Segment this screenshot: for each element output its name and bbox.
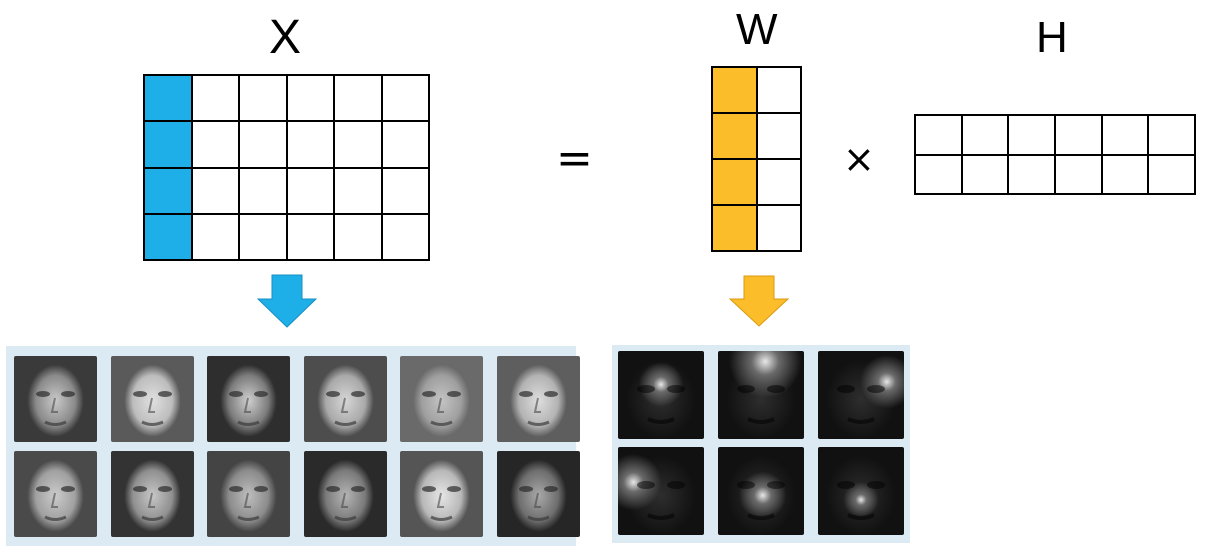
matrix-cell (239, 213, 287, 260)
matrix-cell (1008, 154, 1055, 194)
matrix-x-label: X (269, 11, 302, 64)
face-dataset-panel (6, 346, 580, 546)
matrix-cell (381, 167, 429, 214)
matrix-cell (191, 213, 239, 260)
basis-image-icon (618, 351, 704, 439)
matrix-cell (191, 75, 239, 122)
matrix-cell (712, 113, 757, 159)
matrix-cell (1101, 115, 1149, 155)
matrix-cell (239, 167, 287, 214)
matrix-cell (1008, 115, 1055, 155)
matrix-cell (1148, 154, 1195, 194)
matrix-cell (1055, 154, 1102, 194)
matrix-cell (915, 115, 962, 155)
matrix-cell (712, 159, 757, 205)
matrix-x (143, 74, 430, 261)
face-photo-icon (14, 451, 97, 537)
matrix-cell (915, 154, 962, 194)
matrix-cell (756, 159, 801, 205)
matrix-h-label: H (1036, 13, 1068, 62)
times-sign: × (843, 137, 875, 181)
matrix-cell (334, 167, 382, 214)
arrow-down-icon (728, 275, 790, 327)
matrix-cell (1101, 154, 1149, 194)
matrix-cell (756, 113, 801, 159)
face-photo-icon (207, 356, 290, 442)
matrix-cell (144, 121, 192, 168)
matrix-cell (239, 75, 287, 122)
matrix-cell (961, 115, 1009, 155)
matrix-cell (239, 121, 287, 168)
matrix-cell (756, 205, 801, 251)
basis-image-icon (718, 447, 804, 535)
face-photo-icon (14, 356, 97, 442)
matrix-cell (712, 67, 757, 113)
matrix-cell (286, 213, 334, 260)
basis-images-panel (612, 345, 910, 543)
matrix-cell (191, 167, 239, 214)
face-photo-icon (110, 451, 194, 537)
matrix-cell (1148, 115, 1195, 155)
matrix-cell (381, 75, 429, 122)
face-photo-icon (303, 451, 387, 537)
face-photo-icon (400, 451, 483, 537)
arrow-down-icon (256, 274, 318, 328)
face-photo-icon (400, 356, 483, 442)
matrix-cell (144, 75, 192, 122)
matrix-cell (286, 75, 334, 122)
matrix-cell (334, 121, 382, 168)
equals-sign: = (556, 133, 593, 184)
basis-image-icon (818, 447, 904, 535)
matrix-w-label: W (736, 5, 778, 54)
matrix-cell (286, 167, 334, 214)
matrix-cell (961, 154, 1009, 194)
face-photo-icon (496, 356, 580, 442)
matrix-cell (286, 121, 334, 168)
face-photo-icon (496, 451, 580, 537)
matrix-cell (381, 121, 429, 168)
matrix-h (914, 114, 1196, 195)
basis-image-icon (818, 351, 904, 439)
basis-image-icon (618, 447, 704, 535)
matrix-w (711, 66, 802, 252)
face-photo-icon (207, 451, 290, 537)
matrix-cell (334, 75, 382, 122)
matrix-cell (144, 167, 192, 214)
basis-image-icon (718, 351, 804, 439)
matrix-cell (334, 213, 382, 260)
matrix-cell (191, 121, 239, 168)
face-photo-icon (110, 356, 194, 442)
matrix-cell (381, 213, 429, 260)
face-photo-icon (303, 356, 387, 442)
matrix-cell (144, 213, 192, 260)
matrix-cell (1055, 115, 1102, 155)
matrix-cell (756, 67, 801, 113)
matrix-cell (712, 205, 757, 251)
